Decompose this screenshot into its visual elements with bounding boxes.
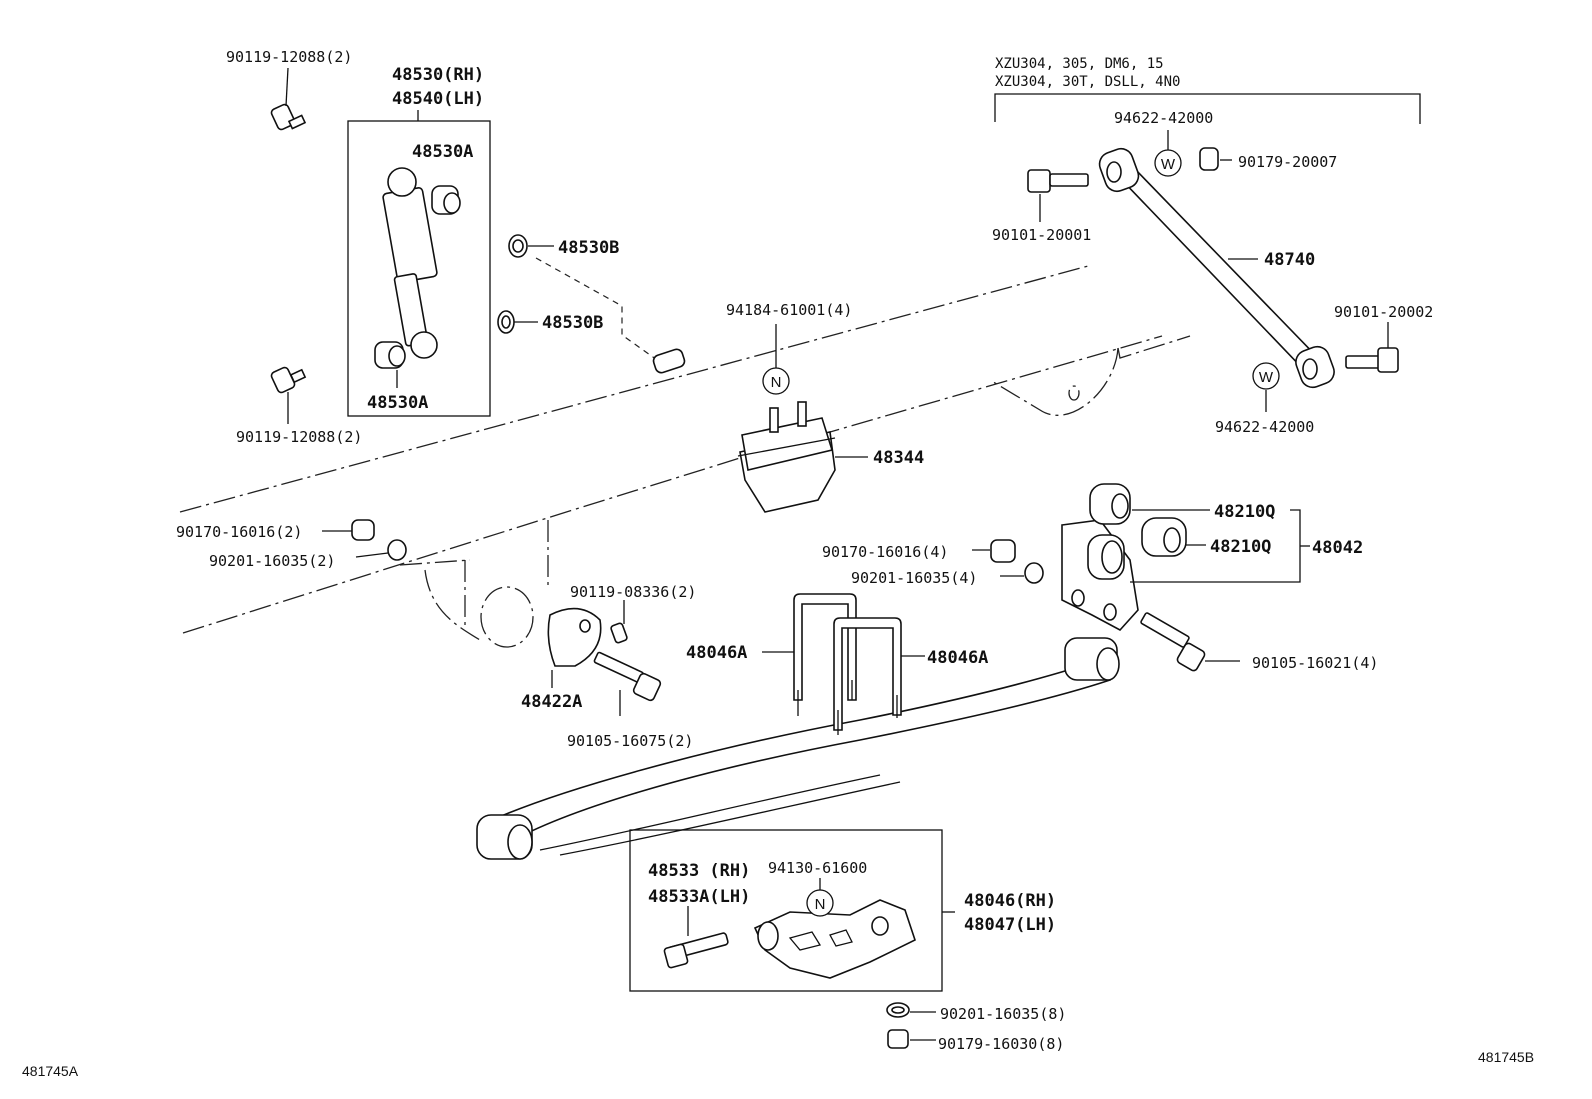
washer-90201-16035-bottom [886, 1002, 936, 1018]
lateral-rod [1098, 147, 1335, 389]
washer-90201-16035-mid [1000, 562, 1044, 584]
shock-absorber-group [347, 110, 491, 417]
label-48530a-bottom: 48530A [367, 393, 428, 413]
spring-hanger [547, 607, 602, 688]
label-94184-61001: 94184-61001(4) [726, 301, 852, 319]
label-48047-lh: 48047(LH) [964, 915, 1056, 935]
nut-n-marker-94130: N [806, 878, 834, 917]
washer-48530b-top [508, 234, 554, 258]
center-bolt-48533 [663, 906, 729, 969]
label-90170-16016-mid: 90170-16016(4) [822, 543, 948, 561]
label-48533a-lh: 48533A(LH) [648, 887, 750, 907]
nut-n-marker-94184: N [762, 324, 790, 395]
shackle-48042 [1061, 519, 1139, 632]
bushing-48210q-top [1089, 483, 1210, 525]
label-94130-61600: 94130-61600 [768, 859, 867, 877]
w-marker-bottom: W [1252, 362, 1280, 412]
label-90119-12088-top: 90119-12088(2) [226, 48, 352, 66]
label-94622-42000-top: 94622-42000 [1114, 109, 1213, 127]
label-48530-rh: 48530(RH) [392, 65, 484, 85]
label-48530b-top: 48530B [558, 238, 619, 258]
label-90201-16035-bottom: 90201-16035(8) [940, 1005, 1066, 1023]
bolt-90105-16075 [593, 651, 662, 716]
leaf-spring [476, 637, 1120, 860]
w-symbol-bottom: W [1259, 369, 1274, 386]
n-symbol: N [771, 374, 782, 391]
bracket-48042 [1130, 509, 1310, 583]
label-94622-42000-bottom: 94622-42000 [1215, 418, 1314, 436]
bump-stopper [737, 401, 868, 513]
label-90119-12088-bottom: 90119-12088(2) [236, 428, 362, 446]
shock-mount-stud [652, 348, 686, 374]
spring-seat-group: N [629, 829, 955, 992]
bolt-90119-12088-top [270, 67, 307, 131]
label-48344: 48344 [873, 448, 924, 468]
bolt-90101-20002 [1345, 322, 1399, 373]
w-symbol-top: W [1161, 156, 1176, 173]
bushing-48210q-bottom [1141, 517, 1206, 557]
label-48210q-top: 48210Q [1214, 502, 1275, 522]
label-48740: 48740 [1264, 250, 1315, 270]
label-90179-16030: 90179-16030(8) [938, 1035, 1064, 1053]
bushing-48530a-bottom [374, 341, 406, 369]
nut-90170-16016-mid [972, 539, 1016, 563]
label-48042: 48042 [1312, 538, 1363, 558]
corner-code-left: 481745A [22, 1063, 79, 1079]
label-90101-20002: 90101-20002 [1334, 303, 1433, 321]
label-90201-16035-left: 90201-16035(2) [209, 552, 335, 570]
label-48046-rh: 48046(RH) [964, 891, 1056, 911]
u-bolt-right [833, 617, 925, 735]
label-48422a: 48422A [521, 692, 582, 712]
label-90101-20001: 90101-20001 [992, 226, 1091, 244]
bolt-90119-12088-bottom [270, 366, 307, 424]
label-48046a-left: 48046A [686, 643, 747, 663]
note-line-1: XZU304, 305, DM6, 15 [995, 56, 1164, 72]
w-marker-top: W [1154, 130, 1182, 177]
label-48046a-right: 48046A [927, 648, 988, 668]
label-90179-20007: 90179-20007 [1238, 153, 1337, 171]
n-symbol-seat: N [815, 896, 826, 913]
washer-90201-16035-left [355, 539, 407, 561]
bolt-90101-20001 [1027, 169, 1089, 222]
xzu-bracket [994, 93, 1421, 124]
label-48530a-top: 48530A [412, 142, 473, 162]
bolt-90105-16021 [1140, 612, 1240, 672]
label-48530b-bottom: 48530B [542, 313, 603, 333]
frame-outline [179, 265, 1191, 648]
washer-48530b-bottom [497, 310, 538, 334]
u-bolt-left [762, 593, 857, 716]
label-90105-16075: 90105-16075(2) [567, 732, 693, 750]
nut-90170-16016-left [322, 519, 375, 541]
label-90201-16035-mid: 90201-16035(4) [851, 569, 977, 587]
shock-absorber [382, 167, 438, 359]
label-48540-lh: 48540(LH) [392, 89, 484, 109]
nut-90179-20007 [1199, 147, 1232, 171]
note-line-2: XZU304, 30T, DSLL, 4N0 [995, 74, 1180, 90]
nut-90179-16030 [887, 1029, 936, 1049]
label-48210q-bottom: 48210Q [1210, 537, 1271, 557]
bushing-48530a-top [431, 185, 461, 215]
corner-code-right: 481745B [1478, 1049, 1534, 1065]
label-90105-16021: 90105-16021(4) [1252, 654, 1378, 672]
spring-seat-plate [753, 899, 916, 979]
label-90170-16016-left: 90170-16016(2) [176, 523, 302, 541]
bolt-90119-08336 [610, 600, 628, 644]
label-90119-08336: 90119-08336(2) [570, 583, 696, 601]
label-48533-rh: 48533 (RH) [648, 861, 750, 881]
